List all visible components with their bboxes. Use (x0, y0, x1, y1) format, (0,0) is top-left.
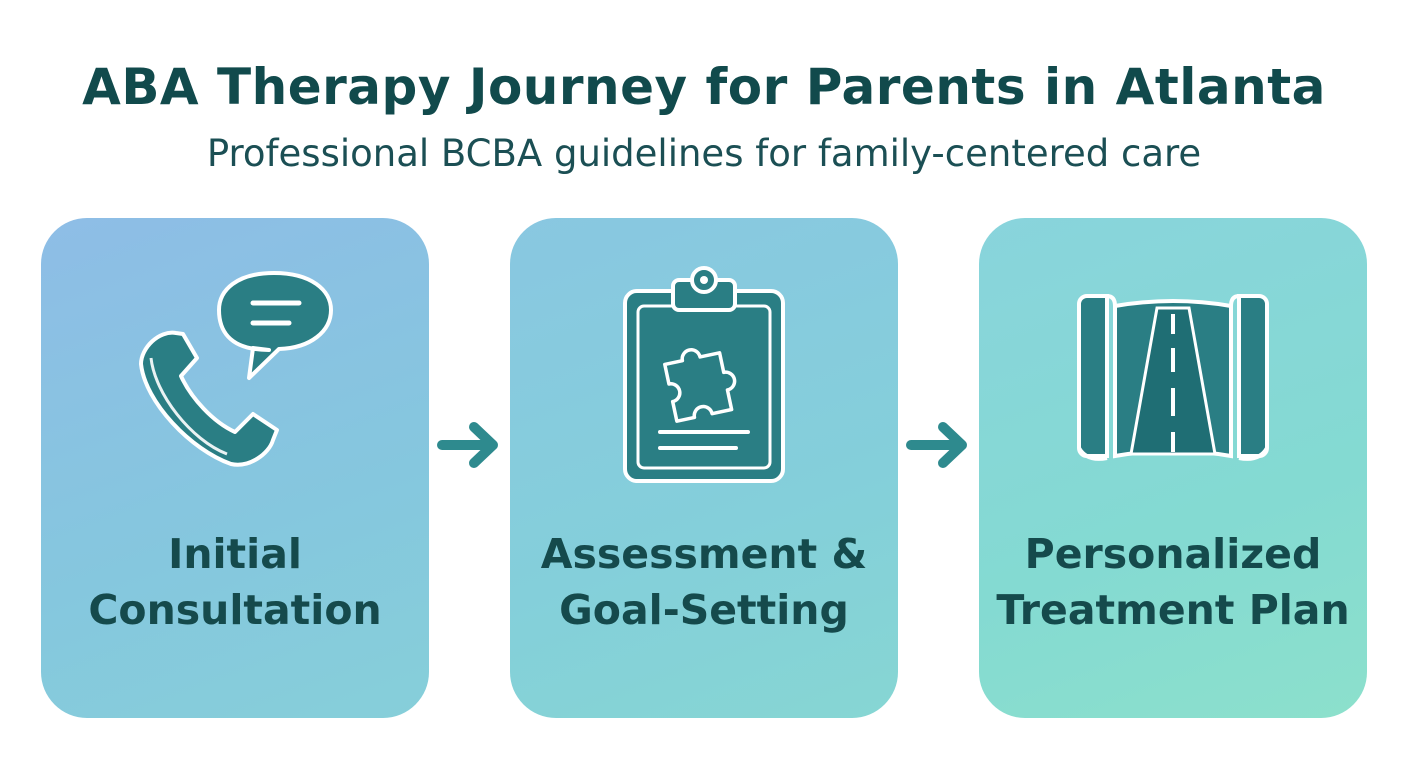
page-subtitle: Professional BCBA guidelines for family-… (206, 132, 1202, 175)
road-map-icon (1077, 294, 1269, 461)
step-card-initial-consultation: Initial Consultation (41, 218, 429, 718)
clipboard-puzzle-icon (623, 266, 785, 483)
arrow-right-icon (906, 422, 967, 468)
page-title: ABA Therapy Journey for Parents in Atlan… (82, 58, 1326, 116)
step-label-line1: Assessment & (540, 530, 868, 578)
step-label: Assessment & Goal-Setting (510, 526, 898, 638)
step-label-line1: Personalized (1024, 530, 1322, 578)
step-label: Personalized Treatment Plan (979, 526, 1367, 638)
step-card-assessment-goal-setting: Assessment & Goal-Setting (510, 218, 898, 718)
step-label: Initial Consultation (41, 526, 429, 638)
step-card-personalized-treatment-plan: Personalized Treatment Plan (979, 218, 1367, 718)
step-label-line2: Goal-Setting (559, 586, 849, 634)
step-label-line2: Treatment Plan (996, 586, 1350, 634)
arrow-right-icon (437, 422, 498, 468)
step-label-line2: Consultation (88, 586, 382, 634)
step-label-line1: Initial (168, 530, 302, 578)
phone-chat-icon (139, 271, 333, 467)
